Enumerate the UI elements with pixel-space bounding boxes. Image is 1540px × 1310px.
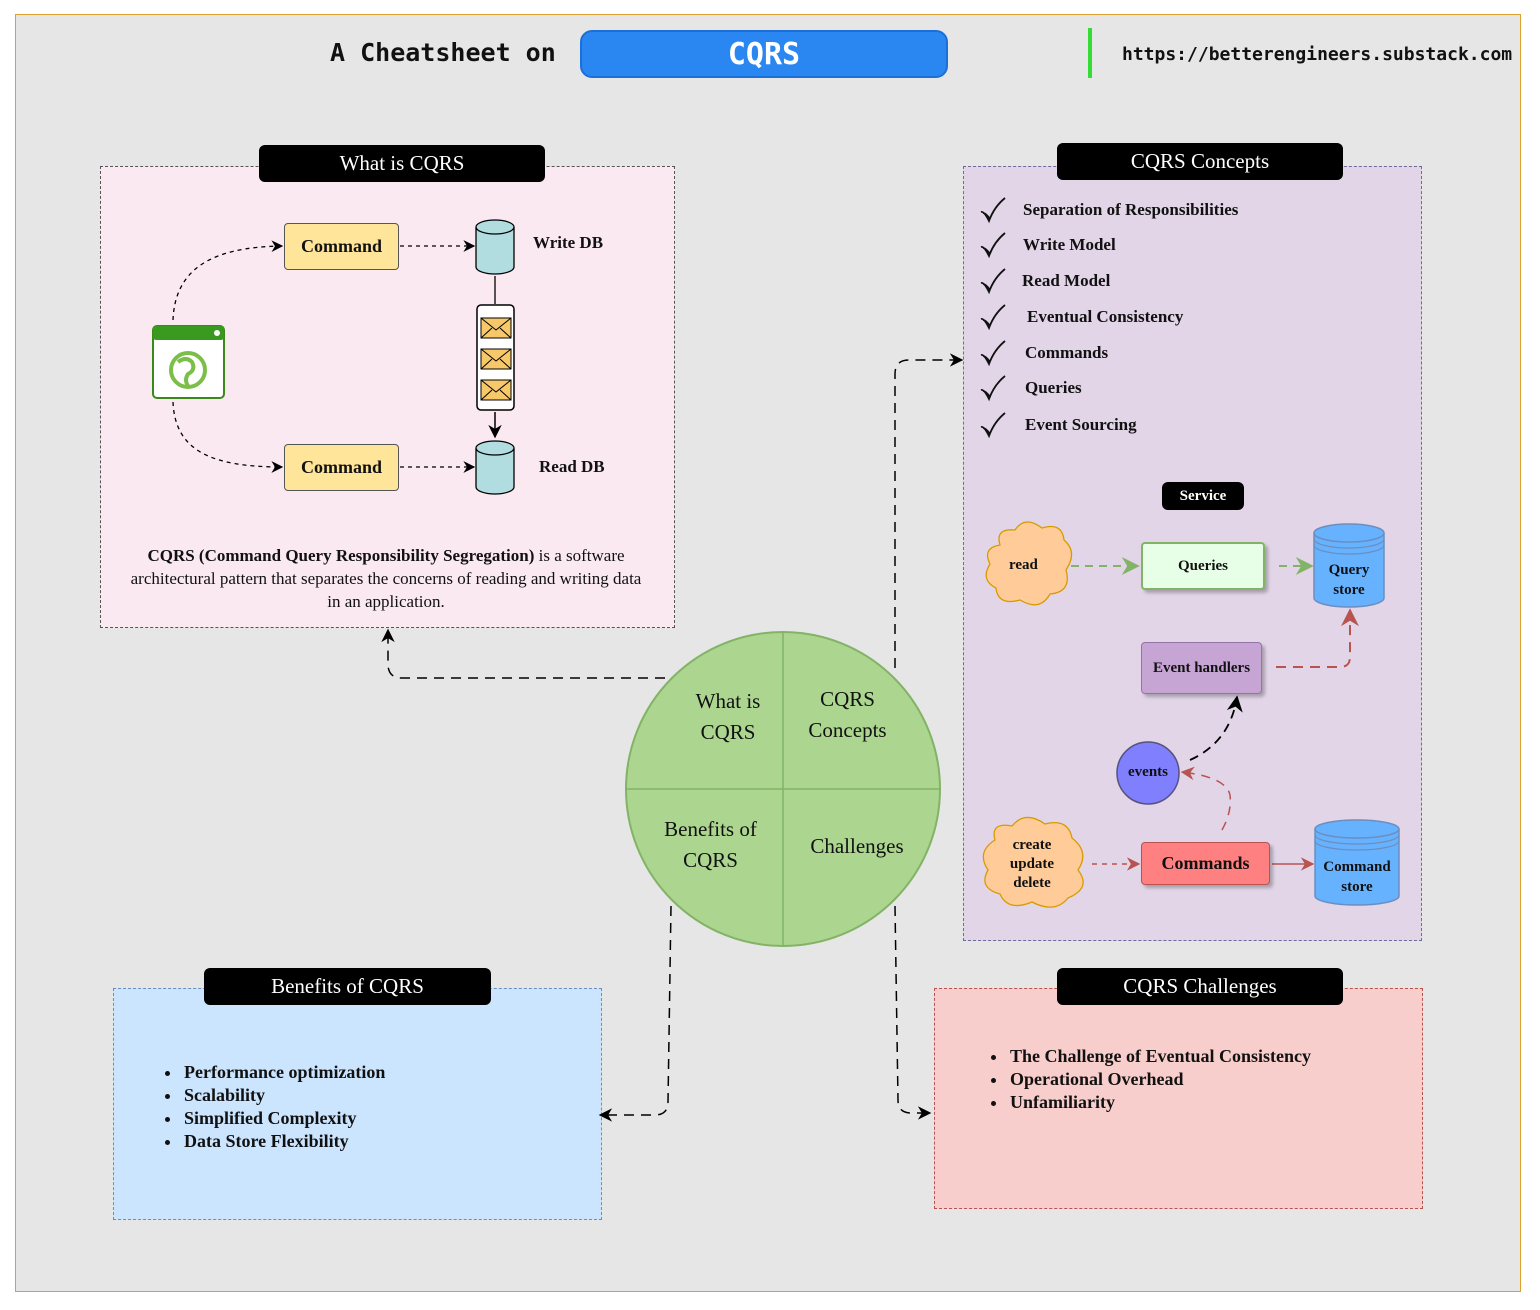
checkmark-icon [980,268,1006,295]
message-queue [476,304,515,411]
concept-item: Commands [978,338,1108,368]
cqrs-definition-term: CQRS (Command Query Responsibility Segre… [147,546,535,565]
query-store-icon [1313,523,1385,608]
benefits-panel [113,988,602,1220]
flow-eventhandlers-to-querystore [1276,608,1359,668]
command-store-icon [1314,819,1400,906]
cqrs-concepts-tag: CQRS Concepts [1057,143,1343,180]
checkmark-icon [980,412,1006,439]
cud-label: create update delete [995,836,1069,893]
create-label: create [1012,837,1052,853]
envelope-icon [480,317,512,339]
concept-item: Read Model [978,266,1110,296]
read-cloud [985,521,1073,606]
cqrs-definition: CQRS (Command Query Responsibility Segre… [122,544,650,613]
service-tag: Service [1162,482,1244,510]
concept-label: Commands [1025,343,1109,362]
events-label: events [1128,764,1168,780]
concept-item: Queries [978,373,1082,403]
checkmark-icon [980,232,1006,259]
connector-to-benefits [598,905,672,1122]
benefits-tag: Benefits of CQRS [204,968,491,1005]
command-store-label: Command store [1323,859,1391,895]
concept-label: Read Model [1022,271,1111,290]
connector-to-challenges [894,905,932,1120]
connector-to-what [381,628,665,679]
event-handlers-box: Event handlers [1141,642,1262,694]
command-box-bottom: Command [284,444,399,491]
read-db-icon [475,440,515,495]
update-label: update [1009,856,1055,872]
checkmark-icon [980,197,1006,224]
checkmark-icon [980,340,1006,367]
queries-box: Queries [1141,542,1265,590]
concept-label: Event Sourcing [1025,415,1137,434]
events-node [1116,741,1180,805]
commands-box: Commands [1141,842,1270,885]
flow-commands-to-events [1180,766,1232,831]
flow-browser-to-command-bottom [172,401,284,473]
read-db-label: Read DB [539,457,605,476]
cud-cloud [982,816,1084,908]
flow-events-to-eventhandlers [1189,695,1243,761]
connector-to-concepts [894,353,964,668]
what-is-cqrs-tag: What is CQRS [259,145,545,182]
challenge-item: Operational Overhead [1008,1068,1311,1091]
challenge-item: Unfamiliarity [1008,1091,1311,1114]
command-box-top: Command [284,223,399,270]
challenges-panel [934,988,1423,1209]
benefit-item: Data Store Flexibility [182,1130,385,1153]
circle-quadrant-challenges: Challenges [810,834,904,858]
concept-label: Eventual Consistency [1027,307,1184,326]
envelope-icon [480,379,512,401]
circle-quadrant-benefits: Benefits of CQRS [664,817,757,872]
cqrs-definition-text: is a software architectural pattern that… [130,546,642,611]
concept-item: Write Model [978,230,1116,260]
concept-label: Write Model [1023,235,1116,254]
title-divider [1088,28,1092,78]
concept-item: Separation of Responsibilities [978,195,1238,225]
challenge-item: The Challenge of Eventual Consistency [1008,1045,1311,1068]
challenges-list: The Challenge of Eventual ConsistencyOpe… [990,1045,1311,1114]
checkmark-icon [980,375,1006,402]
read-label: read [1009,557,1038,573]
benefit-item: Performance optimization [182,1061,385,1084]
circle-quadrant-what: What is CQRS [695,689,761,744]
source-url: https://betterengineers.substack.com [1122,44,1513,65]
circle-quadrant-concepts: CQRS Concepts [808,687,887,742]
write-db-label: Write DB [533,233,604,252]
title-topic-pill: CQRS [580,30,948,78]
concept-item: Eventual Consistency [978,302,1183,332]
topic-circle [625,631,941,947]
challenges-tag: CQRS Challenges [1057,968,1343,1005]
browser-globe-icon [152,325,225,399]
envelope-icon [480,348,512,370]
delete-label: delete [1013,875,1051,891]
title-prefix: A Cheatsheet on [330,38,556,67]
benefits-list: Performance optimizationScalabilitySimpl… [164,1061,385,1153]
concept-label: Separation of Responsibilities [1023,200,1239,219]
concept-label: Queries [1025,378,1082,397]
flow-browser-to-command-top [172,240,284,321]
checkmark-icon [980,304,1006,331]
concept-item: Event Sourcing [978,410,1137,440]
benefit-item: Scalability [182,1084,385,1107]
write-db-icon [475,219,515,275]
benefit-item: Simplified Complexity [182,1107,385,1130]
query-store-label: Query store [1328,562,1370,598]
